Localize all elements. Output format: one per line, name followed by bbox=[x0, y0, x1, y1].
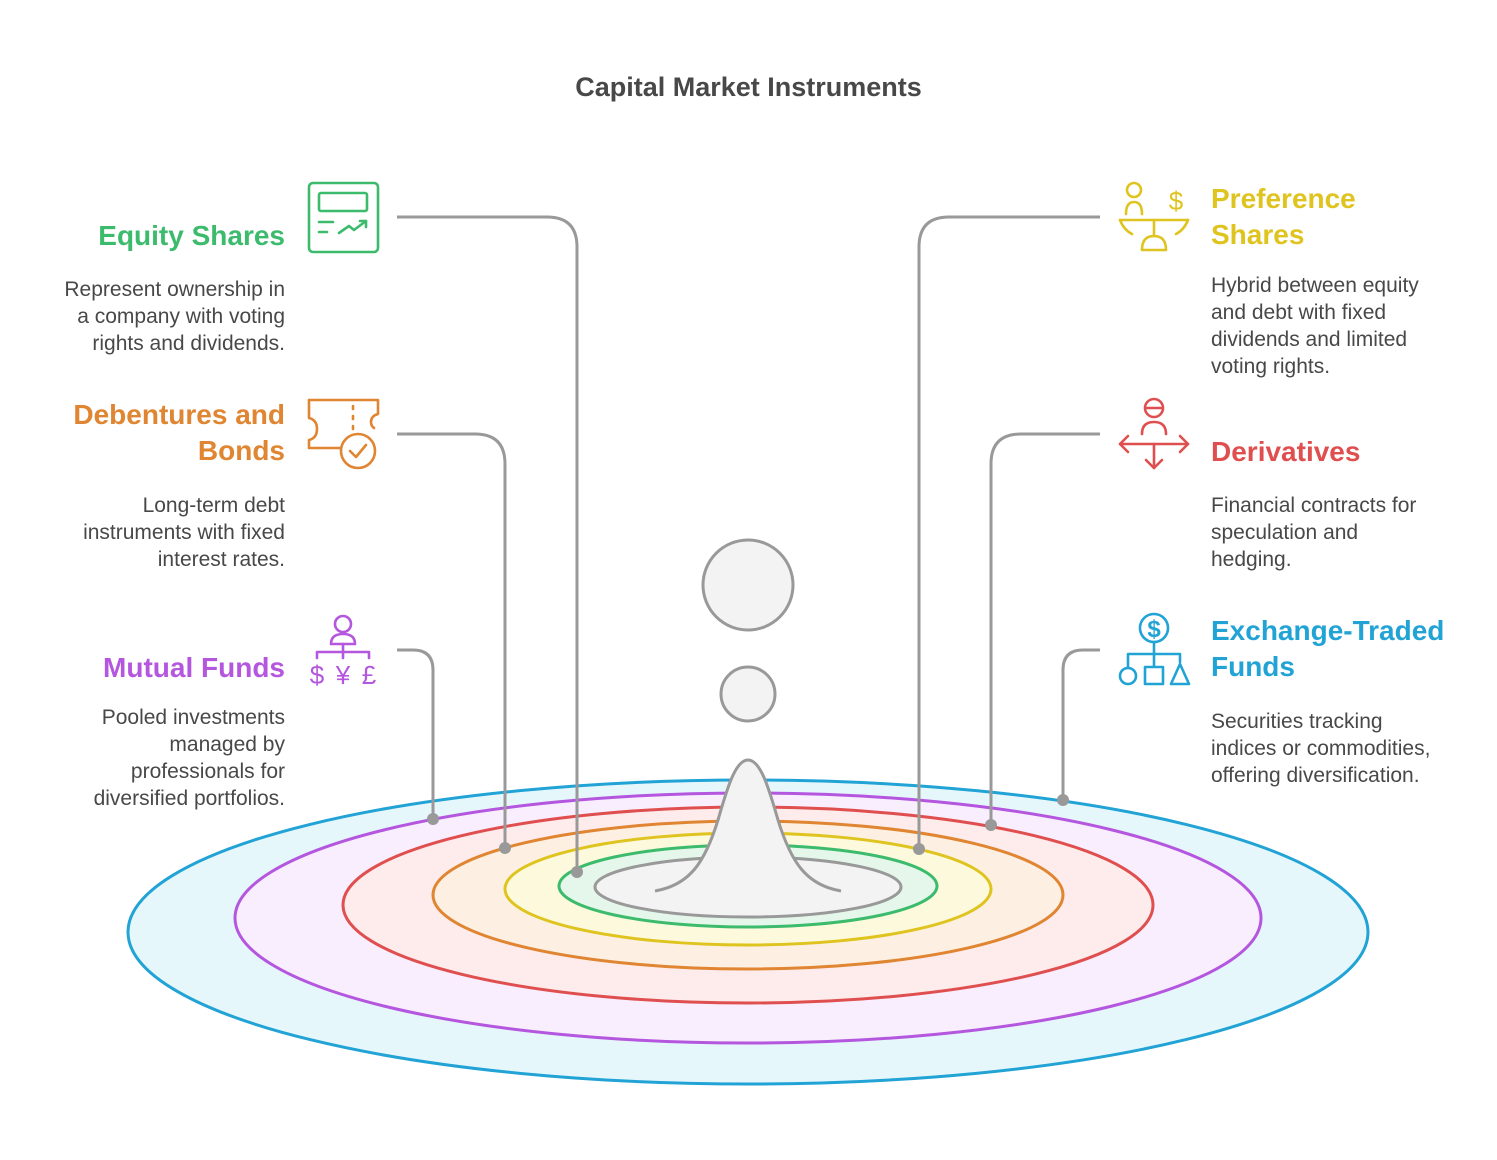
connector-debentures bbox=[397, 432, 507, 848]
connector-dot-mutual bbox=[427, 813, 439, 825]
preference-label-line1: Preference bbox=[1211, 183, 1356, 214]
debentures-label-line2: Bonds bbox=[197, 435, 285, 466]
connector-equity bbox=[397, 215, 579, 872]
debentures-desc-line: Long-term debt bbox=[142, 494, 285, 517]
etf-desc-line: Securities tracking bbox=[1211, 710, 1383, 733]
derivatives-desc-line: Financial contracts for bbox=[1211, 494, 1417, 517]
mutual-symbol-dollar: $ bbox=[310, 660, 325, 688]
mutual-desc-line: professionals for bbox=[130, 760, 285, 783]
etf-label-line2: Funds bbox=[1211, 651, 1295, 682]
connector-derivatives bbox=[989, 432, 1100, 825]
mutual-heading: Mutual Funds bbox=[103, 650, 285, 686]
ticket-check-icon bbox=[307, 398, 380, 470]
derivatives-desc-line: hedging. bbox=[1211, 548, 1292, 571]
balance-scale-icon: $ bbox=[1118, 181, 1190, 252]
preference-desc-line: voting rights. bbox=[1211, 355, 1331, 378]
connector-mutual bbox=[397, 648, 435, 819]
person-arrows-icon bbox=[1118, 397, 1190, 470]
preference-symbol-dollar: $ bbox=[1169, 186, 1184, 216]
dollar-org-chart-icon: $ bbox=[1118, 612, 1191, 686]
share-certificate-icon bbox=[307, 181, 380, 254]
etf-symbol-dollar: $ bbox=[1147, 616, 1161, 643]
connector-dot-equity bbox=[571, 866, 583, 878]
preference-desc-line: dividends and limited bbox=[1211, 328, 1408, 351]
equity-label: Equity Shares bbox=[98, 220, 285, 251]
etf-description: Securities tracking indices or commoditi… bbox=[1211, 708, 1430, 789]
debentures-description: Long-term debt instruments with fixed in… bbox=[83, 492, 285, 573]
connector-dot-preference bbox=[913, 843, 925, 855]
currency-tree-icon: $ ¥ £ bbox=[310, 614, 377, 688]
mutual-desc-line: managed by bbox=[169, 733, 285, 756]
mutual-symbol-yen: ¥ bbox=[335, 660, 351, 688]
preference-label-line2: Shares bbox=[1211, 219, 1305, 250]
connector-dot-debentures bbox=[499, 842, 511, 854]
equity-desc-line: a company with voting bbox=[77, 305, 285, 328]
mutual-desc-line: Pooled investments bbox=[101, 706, 285, 729]
equity-desc-line: Represent ownership in bbox=[64, 278, 285, 301]
derivatives-description: Financial contracts for speculation and … bbox=[1211, 492, 1416, 573]
preference-desc-line: and debt with fixed bbox=[1211, 301, 1387, 324]
connector-etf bbox=[1061, 648, 1100, 800]
derivatives-desc-line: speculation and bbox=[1211, 521, 1359, 544]
drop-small bbox=[719, 665, 777, 723]
mutual-label: Mutual Funds bbox=[103, 652, 285, 683]
derivatives-heading: Derivatives bbox=[1211, 434, 1360, 470]
mutual-description: Pooled investments managed by profession… bbox=[94, 704, 285, 812]
equity-description: Represent ownership in a company with vo… bbox=[64, 276, 285, 357]
splash-peak bbox=[654, 758, 842, 893]
drop-large bbox=[701, 538, 795, 632]
etf-desc-line: indices or commodities, bbox=[1211, 737, 1431, 760]
etf-desc-line: offering diversification. bbox=[1211, 764, 1420, 787]
debentures-desc-line: interest rates. bbox=[157, 548, 285, 571]
preference-heading: Preference Shares bbox=[1211, 181, 1356, 253]
debentures-desc-line: instruments with fixed bbox=[83, 521, 285, 544]
mutual-desc-line: diversified portfolios. bbox=[93, 787, 285, 810]
preference-description: Hybrid between equity and debt with fixe… bbox=[1211, 272, 1419, 380]
connector-preference bbox=[917, 215, 1100, 849]
connector-dot-derivatives bbox=[985, 819, 997, 831]
etf-label-line1: Exchange-Traded bbox=[1211, 615, 1445, 646]
preference-desc-line: Hybrid between equity bbox=[1211, 274, 1419, 297]
connector-dot-etf bbox=[1057, 794, 1069, 806]
mutual-symbol-pound: £ bbox=[362, 660, 377, 688]
debentures-heading: Debentures and Bonds bbox=[73, 397, 285, 469]
debentures-label-line1: Debentures and bbox=[73, 399, 285, 430]
equity-heading: Equity Shares bbox=[98, 218, 285, 254]
derivatives-label: Derivatives bbox=[1211, 436, 1361, 467]
page-title: Capital Market Instruments bbox=[575, 72, 922, 102]
etf-heading: Exchange-Traded Funds bbox=[1211, 613, 1444, 685]
equity-desc-line: rights and dividends. bbox=[92, 332, 285, 355]
